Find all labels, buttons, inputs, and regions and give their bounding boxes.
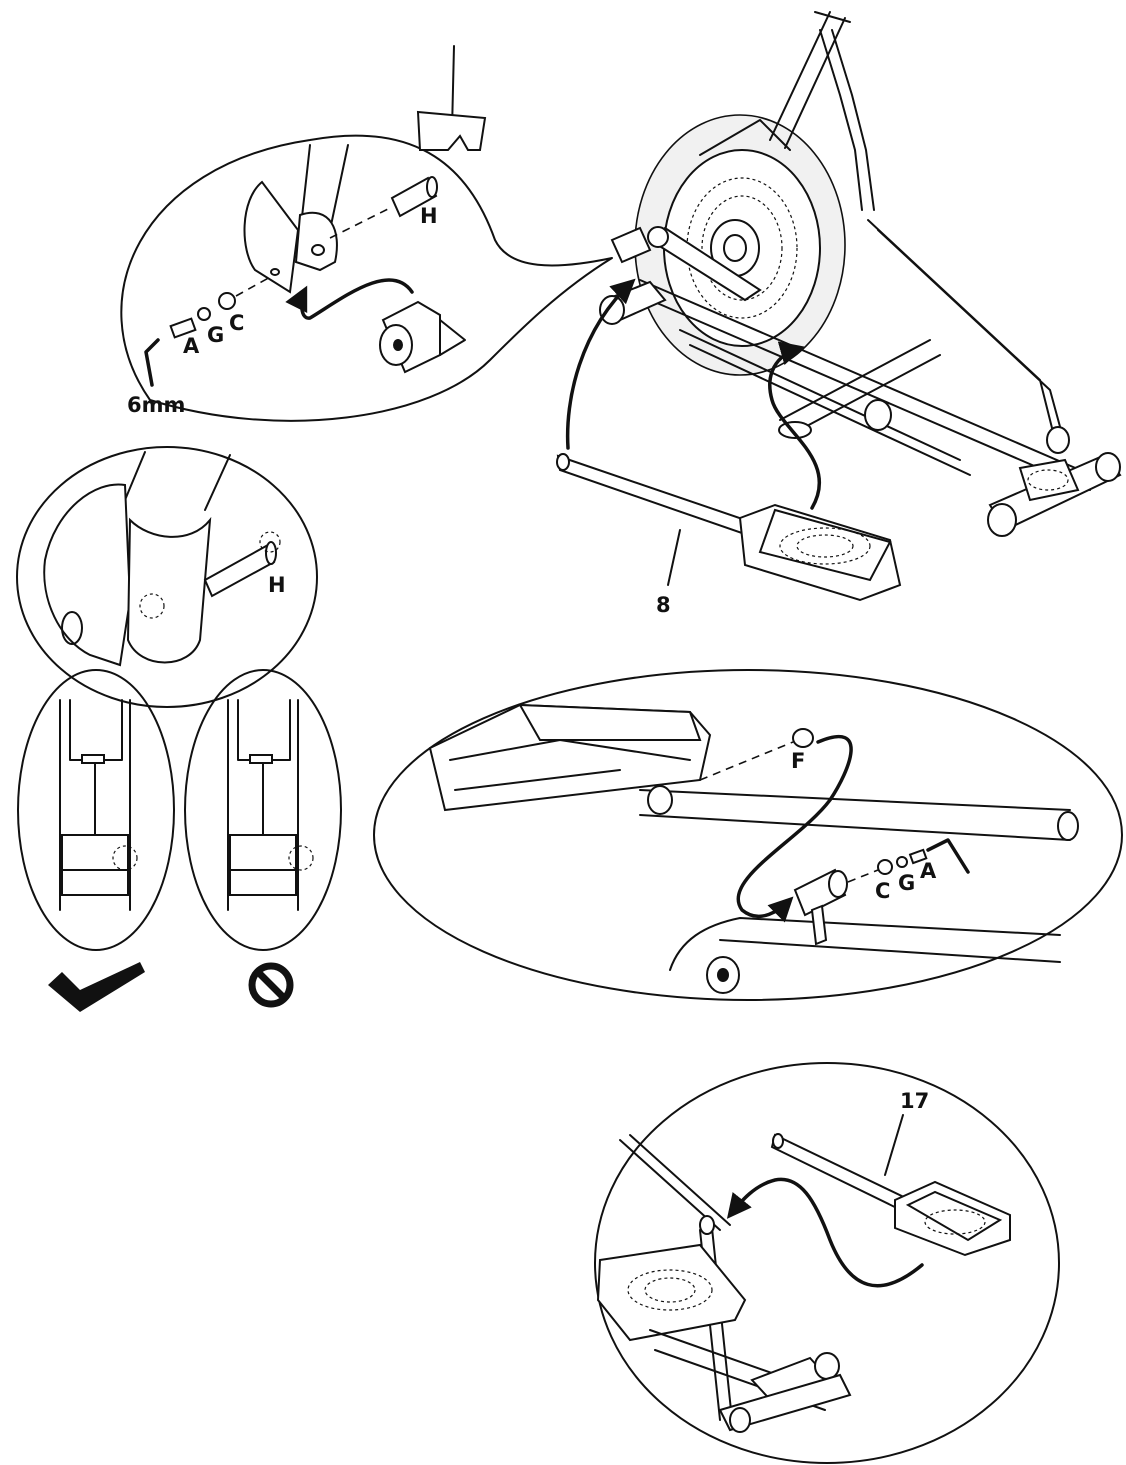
- pivot-sleeve-top: [379, 300, 466, 374]
- label-washer-g-top: G: [207, 323, 224, 347]
- key-tool: [416, 45, 487, 151]
- detail-sleeve-circle: H: [16, 446, 318, 708]
- label-wrench-size: 6mm: [127, 393, 185, 417]
- callout-pedal-mounting: F C G A: [373, 669, 1123, 1001]
- hex-wrench-top: [144, 338, 160, 387]
- label-pedal-arm-8: 8: [656, 593, 671, 617]
- callout-top-detail: A G C H 6mm: [120, 45, 613, 422]
- comparison-wrong: [184, 669, 342, 1008]
- frame-bracket-top: [243, 144, 349, 294]
- label-washer-c-mid: C: [875, 879, 890, 903]
- label-washer-g-mid: G: [898, 871, 915, 895]
- elliptical-machine: [565, 11, 1122, 537]
- label-bolt-a-mid: A: [920, 859, 937, 883]
- prohibited-icon: [248, 962, 294, 1008]
- arrow-to-front-connector: [565, 278, 636, 450]
- retaining-ring-f: [792, 728, 814, 748]
- hex-wrench-mid: [926, 838, 970, 874]
- axle-sleeve-top: [390, 176, 438, 218]
- label-pedal-arm-17: 17: [900, 1089, 929, 1113]
- label-washer-c-top: C: [229, 311, 244, 335]
- arrow-top-callout: [285, 278, 414, 320]
- checkmark-icon: [48, 962, 145, 1012]
- arrow-pedal-mount: [736, 734, 853, 923]
- comparison-correct: [17, 669, 175, 1012]
- pedal-arm-8: 8: [556, 453, 902, 617]
- label-bolt-a-top: A: [183, 334, 200, 358]
- label-ring-f: F: [791, 749, 805, 773]
- hardware-stack-top: [169, 275, 273, 339]
- arrow-to-lower-pivot: [768, 341, 821, 510]
- callout-pedal-arm-17: 17: [594, 1062, 1060, 1464]
- label-sleeve-h-detail: H: [268, 573, 286, 597]
- label-sleeve-h-top: H: [420, 204, 438, 228]
- arrow-pedal-arm-17: [726, 1177, 924, 1288]
